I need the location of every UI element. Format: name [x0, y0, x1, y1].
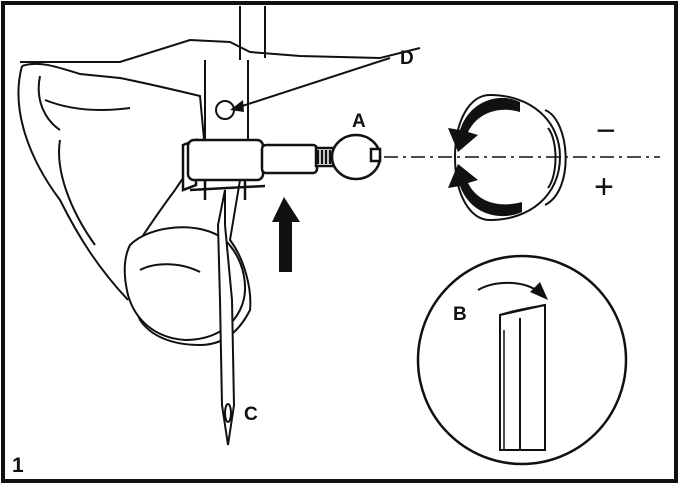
machine-housing — [20, 6, 421, 140]
label-a: A — [352, 111, 366, 132]
needle-flat-side-inset — [416, 254, 628, 466]
label-b: B — [453, 304, 467, 325]
figure-number: 1 — [12, 454, 24, 477]
minus-sign: − — [596, 112, 616, 150]
rotation-arrows-icon — [448, 93, 567, 222]
hand-drawing — [17, 62, 252, 347]
plus-sign: + — [594, 168, 614, 206]
label-d-arrowhead — [230, 100, 244, 112]
label-d-leader — [235, 57, 391, 109]
label-d: D — [400, 48, 414, 69]
label-c: C — [244, 404, 258, 425]
up-arrow — [272, 197, 300, 272]
needle — [216, 189, 236, 446]
needle-clamp — [181, 133, 382, 200]
